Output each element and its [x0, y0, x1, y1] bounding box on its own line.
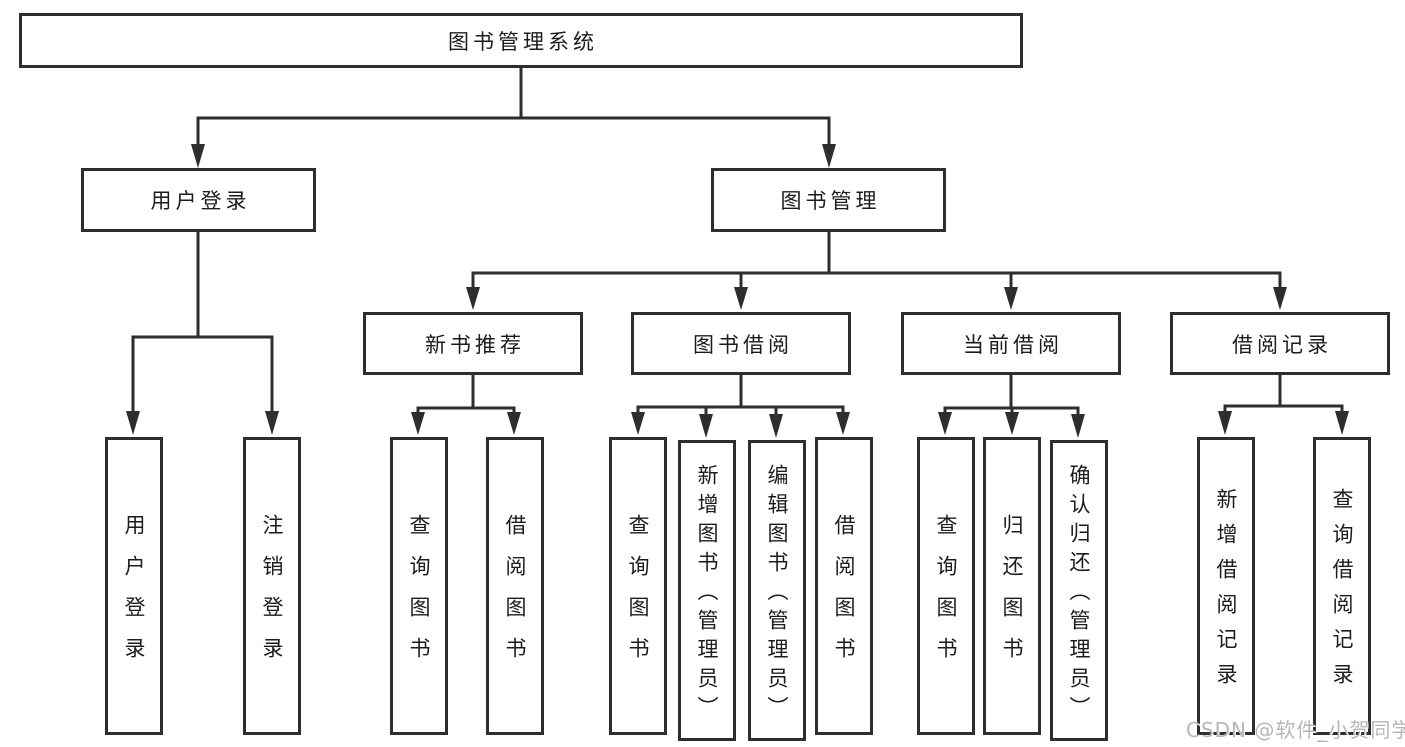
node-label: 当前借阅 [963, 332, 1063, 357]
node-label: 图书管理 [780, 189, 881, 213]
node-user-login: 用户登录 [81, 168, 316, 232]
leaf-query-book-current: 查询图书 [917, 437, 975, 735]
leaf-label: 查询图书 [934, 514, 958, 678]
node-library-management-system: 图书管理系统 [19, 13, 1023, 68]
leaf-label: 新增借阅记录 [1214, 488, 1238, 698]
node-book-borrowing: 图书借阅 [631, 312, 851, 375]
connector-paths [131, 66, 1344, 416]
leaf-user-login: 用户登录 [105, 437, 163, 735]
node-label: 图书借阅 [693, 332, 793, 357]
node-label: 用户登录 [150, 189, 251, 213]
node-book-management: 图书管理 [711, 168, 946, 232]
leaf-label: 查询图书 [407, 514, 431, 678]
leaf-query-borrow-record: 查询借阅记录 [1313, 437, 1371, 735]
node-borrow-records: 借阅记录 [1170, 312, 1390, 375]
leaf-query-book-borrowing: 查询图书 [609, 437, 667, 735]
leaf-label: 借阅图书 [503, 514, 527, 678]
leaf-add-borrow-record: 新增借阅记录 [1197, 437, 1255, 735]
leaf-label: 查询图书 [626, 514, 650, 678]
leaf-label: 注销登录 [260, 514, 284, 678]
leaf-label: 新增图书（管理员） [695, 464, 719, 725]
node-label: 图书管理系统 [448, 29, 598, 54]
node-label: 借阅记录 [1232, 332, 1332, 357]
arrowheads [126, 144, 1349, 438]
leaf-label: 借阅图书 [832, 514, 856, 678]
leaf-query-book-recommend: 查询图书 [390, 437, 448, 735]
leaf-edit-book-admin: 编辑图书（管理员） [748, 440, 806, 741]
node-current-borrowing: 当前借阅 [901, 312, 1121, 375]
leaf-label: 归还图书 [1000, 514, 1024, 678]
leaf-label: 编辑图书（管理员） [765, 464, 789, 725]
leaf-label: 查询借阅记录 [1330, 488, 1354, 698]
leaf-label: 用户登录 [122, 514, 146, 678]
leaf-return-book: 归还图书 [983, 437, 1041, 735]
leaf-borrow-book-recommend: 借阅图书 [486, 437, 544, 735]
leaf-label: 确认归还（管理员） [1067, 464, 1091, 725]
leaf-borrow-book: 借阅图书 [815, 437, 873, 735]
node-label: 新书推荐 [425, 332, 525, 357]
node-new-book-recommend: 新书推荐 [363, 312, 583, 375]
leaf-confirm-return-admin: 确认归还（管理员） [1050, 440, 1108, 741]
leaf-add-book-admin: 新增图书（管理员） [678, 440, 736, 741]
leaf-logout-login: 注销登录 [243, 437, 301, 735]
csdn-watermark: CSDN @软件_小贺同学 [1186, 718, 1405, 742]
